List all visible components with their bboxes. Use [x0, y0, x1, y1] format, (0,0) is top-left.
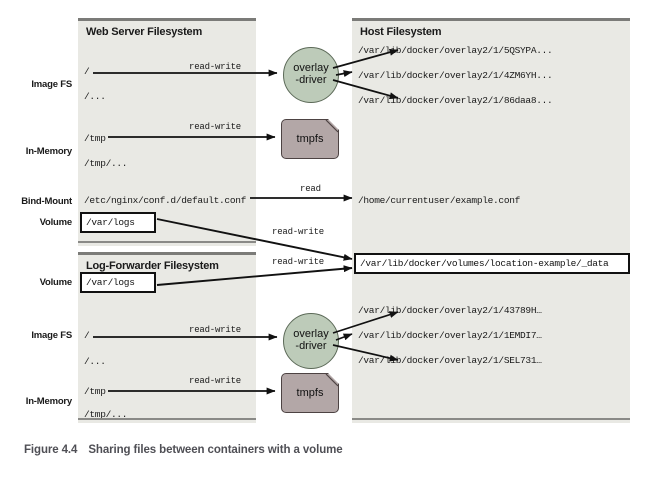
overlay-driver-top-line2: -driver [295, 74, 327, 86]
tmpfs-top-label: tmpfs [296, 133, 324, 145]
row-label-bind-mount: Bind-Mount [21, 196, 72, 207]
edge-label-logfwd-volume: read-write [272, 257, 325, 267]
figure-caption: Figure 4.4 Sharing files between containe… [24, 444, 343, 456]
host-logfwd-overlay-path-1: /var/lib/docker/overlay2/1/43789H… [358, 305, 542, 316]
host-bind-mount-target: /home/currentuser/example.conf [358, 195, 521, 206]
panel-web-server [78, 18, 256, 246]
host-logfwd-overlay-path-2: /var/lib/docker/overlay2/1/1EMDI7… [358, 330, 542, 341]
host-overlay-path-2: /var/lib/docker/overlay2/1/4ZM6YH... [358, 70, 553, 81]
host-logfwd-overlay-path-3: /var/lib/docker/overlay2/1/SEL731… [358, 355, 542, 366]
page-fold-icon [328, 119, 339, 130]
tmpfs-node-bottom: tmpfs [281, 373, 339, 413]
tmpfs-node-top: tmpfs [281, 119, 339, 159]
logfwd-image-fs-root-path: / [84, 330, 90, 341]
overlay-driver-bottom-line1: overlay [293, 328, 329, 341]
edge-label-web-image-fs: read-write [189, 62, 242, 72]
panel-separator-bottom-web [78, 418, 256, 420]
row-label-in-memory-logfwd: In-Memory [25, 396, 72, 407]
logfwd-image-fs-children-path: /... [84, 356, 106, 367]
overlay-driver-bottom-line2: -driver [295, 340, 327, 352]
overlay-driver-node-bottom: overlay -driver [283, 313, 339, 369]
row-label-in-memory-web: In-Memory [25, 146, 72, 157]
edge-label-logfwd-image-fs: read-write [189, 325, 242, 335]
tmpfs-bottom-label: tmpfs [296, 387, 324, 399]
logfwd-volume-path-box: /var/logs [80, 272, 156, 293]
overlay-driver-node-top: overlay -driver [283, 47, 339, 103]
panel-separator-host-bottom [352, 418, 630, 420]
web-image-fs-children-path: /... [84, 91, 106, 102]
row-label-image-fs-logfwd: Image FS [31, 330, 72, 341]
panel-host-title: Host Filesystem [360, 26, 442, 38]
page-fold-icon [328, 373, 339, 384]
row-label-volume-web: Volume [39, 217, 73, 228]
web-volume-path-box: /var/logs [80, 212, 156, 233]
edge-label-web-volume: read-write [272, 227, 325, 237]
web-in-memory-root-path: /tmp [84, 133, 106, 144]
edge-label-logfwd-in-memory: read-write [189, 376, 242, 386]
panel-separator-top [78, 241, 256, 243]
edge-label-bind-mount: read [300, 184, 321, 194]
overlay-driver-top-line1: overlay [293, 62, 329, 75]
web-in-memory-children-path: /tmp/... [84, 158, 128, 169]
row-label-image-fs-web: Image FS [31, 79, 72, 90]
web-image-fs-root-path: / [84, 66, 90, 77]
row-label-volume-logfwd: Volume [39, 277, 73, 288]
logfwd-in-memory-root-path: /tmp [84, 386, 106, 397]
logfwd-in-memory-children-path: /tmp/... [84, 409, 128, 420]
panel-log-forwarder-title: Log-Forwarder Filesystem [86, 260, 219, 272]
host-overlay-path-3: /var/lib/docker/overlay2/1/86daa8... [358, 95, 553, 106]
host-volume-target-box: /var/lib/docker/volumes/location-example… [354, 253, 630, 274]
host-overlay-path-1: /var/lib/docker/overlay2/1/5QSYPA... [358, 45, 553, 56]
panel-web-server-title: Web Server Filesystem [86, 26, 203, 38]
figure-caption-number: Figure 4.4 [24, 444, 78, 456]
edge-label-web-in-memory: read-write [189, 122, 242, 132]
figure-caption-text: Sharing files between containers with a … [88, 444, 343, 456]
web-bind-mount-path: /etc/nginx/conf.d/default.conf [84, 195, 247, 206]
